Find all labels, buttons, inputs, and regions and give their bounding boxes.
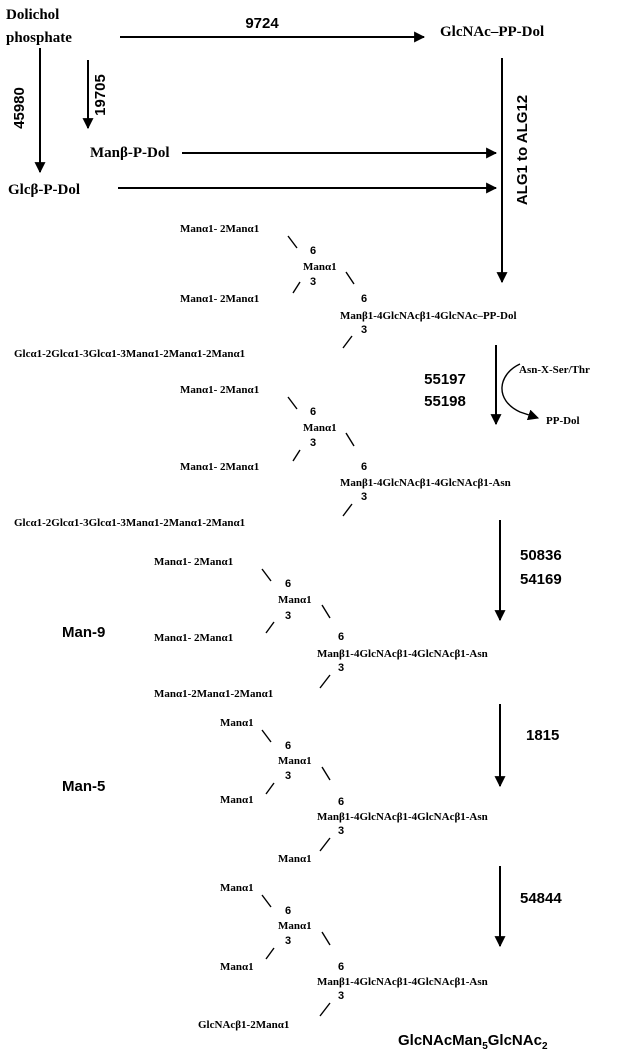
s4-bond-bottom <box>319 837 331 852</box>
s5-branch-man: Manα1 <box>278 920 312 932</box>
glc-p-dol-label: Glcβ-P-Dol <box>8 182 80 198</box>
s5-bond-top <box>261 894 272 908</box>
enzyme-alg: ALG1 to ALG12 <box>514 95 531 205</box>
s5-bond-bottom <box>319 1002 331 1017</box>
s3-num6a: 6 <box>285 578 291 590</box>
s3-num3b: 3 <box>338 662 344 674</box>
s3-mid-arm: Manα1- 2Manα1 <box>154 632 233 644</box>
enzyme-19705: 19705 <box>92 74 109 116</box>
s4-branch-man: Manα1 <box>278 755 312 767</box>
s4-num6a: 6 <box>285 740 291 752</box>
structure-3: Manα1- 2Manα1 6 Manα1 3 Manα1- 2Manα1 6 … <box>154 556 488 700</box>
s2-mid-arm: Manα1- 2Manα1 <box>180 461 259 473</box>
s2-bond-branch <box>345 432 355 447</box>
s2-bond-bottom <box>342 503 353 517</box>
enzyme-54169: 54169 <box>520 571 562 588</box>
s3-bond-bottom <box>319 674 331 689</box>
final-product-sub2: 2 <box>542 1041 548 1052</box>
s1-bond-bottom <box>342 335 353 349</box>
s5-num6a: 6 <box>285 905 291 917</box>
s4-num3b: 3 <box>338 825 344 837</box>
s5-num3a: 3 <box>285 935 291 947</box>
s1-mid-arm: Manα1- 2Manα1 <box>180 293 259 305</box>
transfer-curve <box>501 363 540 421</box>
enzyme-55197: 55197 <box>424 371 466 388</box>
s5-bond-mid <box>265 947 275 960</box>
s2-num6a: 6 <box>310 406 316 418</box>
s1-num6a: 6 <box>310 245 316 257</box>
transfer-released: PP-Dol <box>546 415 580 427</box>
s5-core: Manβ1-4GlcNAcβ1-4GlcNAcβ1-Asn <box>317 976 488 988</box>
s2-num3a: 3 <box>310 437 316 449</box>
s4-core: Manβ1-4GlcNAcβ1-4GlcNAcβ1-Asn <box>317 811 488 823</box>
s1-top-arm: Manα1- 2Manα1 <box>180 223 259 235</box>
s1-branch-man: Manα1 <box>303 261 337 273</box>
s1-num6b: 6 <box>361 293 367 305</box>
s4-top-arm: Manα1 <box>220 717 254 729</box>
structure-1: Manα1- 2Manα1 6 Manα1 3 Manα1- 2Manα1 6 … <box>14 223 517 360</box>
s3-core: Manβ1-4GlcNAcβ1-4GlcNAcβ1-Asn <box>317 648 488 660</box>
s4-bond-top <box>261 729 272 743</box>
enzyme-45980: 45980 <box>11 87 28 129</box>
enzyme-54844: 54844 <box>520 890 562 907</box>
s3-top-arm: Manα1- 2Manα1 <box>154 556 233 568</box>
phosphate-label: phosphate <box>6 30 72 46</box>
s3-num6b: 6 <box>338 631 344 643</box>
structure-2: Manα1- 2Manα1 6 Manα1 3 Manα1- 2Manα1 6 … <box>14 384 511 529</box>
s4-bond-branch <box>321 766 331 781</box>
s4-bottom-arm: Manα1 <box>278 853 312 865</box>
enzyme-1815: 1815 <box>526 727 559 744</box>
final-product-label: GlcNAcMan5GlcNAc2 <box>398 1032 548 1052</box>
s3-num3a: 3 <box>285 610 291 622</box>
enzyme-9724: 9724 <box>245 15 279 32</box>
structure-5: Manα1 6 Manα1 3 Manα1 6 Manβ1-4GlcNAcβ1-… <box>198 882 488 1031</box>
s4-num3a: 3 <box>285 770 291 782</box>
structure-4: Manα1 6 Manα1 3 Manα1 6 Manβ1-4GlcNAcβ1-… <box>220 717 488 865</box>
s5-num3b: 3 <box>338 990 344 1002</box>
s5-top-arm: Manα1 <box>220 882 254 894</box>
s4-mid-arm: Manα1 <box>220 794 254 806</box>
s2-bottom-arm: Glcα1-2Glcα1-3Glcα1-3Manα1-2Manα1-2Manα1 <box>14 517 245 529</box>
s1-bond-branch <box>345 271 355 285</box>
final-product-base: GlcNAcMan <box>398 1032 482 1049</box>
s3-bond-mid <box>265 621 275 634</box>
s2-branch-man: Manα1 <box>303 422 337 434</box>
enzyme-55198: 55198 <box>424 393 466 410</box>
s3-bond-branch <box>321 604 331 619</box>
glcnac-pp-dol-label: GlcNAc–PP-Dol <box>440 24 544 40</box>
s3-branch-man: Manα1 <box>278 594 312 606</box>
s4-num6b: 6 <box>338 796 344 808</box>
s1-bottom-arm: Glcα1-2Glcα1-3Glcα1-3Manα1-2Manα1-2Manα1 <box>14 348 245 360</box>
s5-bond-branch <box>321 931 331 946</box>
s5-bottom-arm: GlcNAcβ1-2Manα1 <box>198 1019 289 1031</box>
s5-mid-arm: Manα1 <box>220 961 254 973</box>
s1-num3a: 3 <box>310 276 316 288</box>
man-p-dol-label: Manβ-P-Dol <box>90 145 170 161</box>
s4-bond-mid <box>265 782 275 795</box>
s2-bond-top <box>287 396 298 410</box>
dolichol-label: Dolichol <box>6 7 59 23</box>
s2-top-arm: Manα1- 2Manα1 <box>180 384 259 396</box>
s3-bottom-arm: Manα1-2Manα1-2Manα1 <box>154 688 273 700</box>
final-product-sub1: 5 <box>482 1041 488 1052</box>
s1-core: Manβ1-4GlcNAcβ1-4GlcNAc–PP-Dol <box>340 310 517 322</box>
enzyme-50836: 50836 <box>520 547 562 564</box>
s2-bond-mid <box>292 449 301 462</box>
s3-bond-top <box>261 568 272 582</box>
s1-bond-top <box>287 235 298 249</box>
s2-core: Manβ1-4GlcNAcβ1-4GlcNAcβ1-Asn <box>340 477 511 489</box>
s5-num6b: 6 <box>338 961 344 973</box>
final-product-mid: GlcNAc <box>488 1032 542 1049</box>
s1-num3b: 3 <box>361 324 367 336</box>
s2-num6b: 6 <box>361 461 367 473</box>
man9-label: Man-9 <box>62 624 105 641</box>
s1-bond-mid <box>292 281 301 294</box>
s2-num3b: 3 <box>361 491 367 503</box>
man5-label: Man-5 <box>62 778 105 795</box>
transfer-acceptor: Asn-X-Ser/Thr <box>519 364 590 376</box>
